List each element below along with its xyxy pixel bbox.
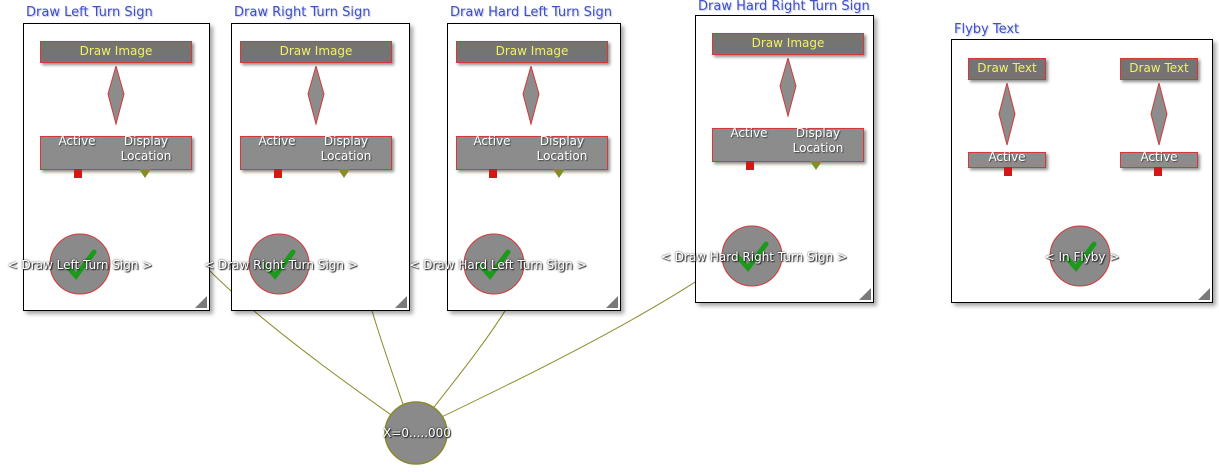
- checkmark-icon: [63, 249, 97, 280]
- resize-corner-icon[interactable]: [1198, 288, 1210, 300]
- draw-image-node[interactable]: Draw Image: [456, 41, 608, 63]
- resize-corner-icon[interactable]: [395, 296, 407, 308]
- display-location-link-label[interactable]: Display Location: [120, 134, 172, 163]
- active-link-label[interactable]: Active: [58, 134, 96, 148]
- event-label: < Draw Hard Left Turn Sign >: [409, 258, 587, 272]
- active-link-label[interactable]: Active: [473, 134, 511, 148]
- checkmark-icon: [735, 241, 769, 272]
- event-label: < Draw Hard Right Turn Sign >: [660, 250, 848, 264]
- display-location-link-label[interactable]: Display Location: [320, 134, 372, 163]
- group-title[interactable]: Draw Left Turn Sign: [26, 5, 153, 20]
- vector-variable-node[interactable]: [383, 400, 449, 466]
- output-link-diamond[interactable]: [1150, 83, 1168, 147]
- variable-links-bar: [712, 128, 864, 162]
- event-label: < Draw Right Turn Sign >: [204, 258, 358, 272]
- draw-text-node[interactable]: Draw Text: [1120, 58, 1198, 80]
- active-connector[interactable]: [74, 169, 82, 178]
- active-connector[interactable]: [1154, 167, 1162, 176]
- draw-image-node[interactable]: Draw Image: [712, 33, 864, 55]
- event-label: < In Flyby >: [1044, 250, 1120, 264]
- checkmark-icon: [262, 249, 296, 280]
- resize-corner-icon[interactable]: [195, 296, 207, 308]
- display-location-link-label[interactable]: Display Location: [792, 126, 844, 155]
- resize-corner-icon[interactable]: [859, 288, 871, 300]
- resize-corner-icon[interactable]: [606, 296, 618, 308]
- output-link-diamond[interactable]: [998, 83, 1016, 147]
- active-link-label[interactable]: Active: [730, 126, 768, 140]
- remote-event-node[interactable]: [48, 232, 114, 298]
- draw-image-node[interactable]: Draw Image: [240, 41, 392, 63]
- active-connector[interactable]: [1004, 167, 1012, 176]
- output-link-diamond[interactable]: [779, 58, 797, 118]
- checkmark-icon: [1063, 241, 1097, 272]
- location-connector[interactable]: [810, 161, 822, 170]
- location-connector[interactable]: [338, 169, 350, 178]
- location-connector[interactable]: [553, 169, 565, 178]
- active-connector[interactable]: [274, 169, 282, 178]
- location-connector[interactable]: [139, 169, 151, 178]
- remote-event-node[interactable]: [247, 232, 313, 298]
- group-title[interactable]: Draw Hard Right Turn Sign: [698, 0, 870, 14]
- group-title[interactable]: Flyby Text: [954, 22, 1020, 37]
- variable-links-bar: [456, 136, 608, 170]
- checkmark-icon: [477, 249, 511, 280]
- draw-text-node[interactable]: Draw Text: [968, 58, 1046, 80]
- event-label: < Draw Left Turn Sign >: [7, 258, 153, 272]
- display-location-link-label[interactable]: Display Location: [536, 134, 588, 163]
- group-title[interactable]: Draw Hard Left Turn Sign: [450, 5, 612, 20]
- variable-links-bar: [240, 136, 392, 170]
- output-link-diamond[interactable]: [522, 66, 540, 126]
- variable-value-label: X=0.....000: [383, 426, 451, 440]
- active-connector[interactable]: [489, 169, 497, 178]
- variable-links-bar: [40, 136, 192, 170]
- group-title[interactable]: Draw Right Turn Sign: [234, 5, 371, 20]
- active-connector[interactable]: [746, 161, 754, 170]
- remote-event-node[interactable]: [1048, 224, 1114, 290]
- active-link-label[interactable]: Active: [1140, 150, 1178, 164]
- remote-event-node[interactable]: [462, 232, 528, 298]
- output-link-diamond[interactable]: [307, 66, 325, 126]
- remote-event-node[interactable]: [720, 224, 786, 290]
- active-link-label[interactable]: Active: [988, 150, 1026, 164]
- draw-image-node[interactable]: Draw Image: [40, 41, 192, 63]
- output-link-diamond[interactable]: [107, 66, 125, 126]
- active-link-label[interactable]: Active: [258, 134, 296, 148]
